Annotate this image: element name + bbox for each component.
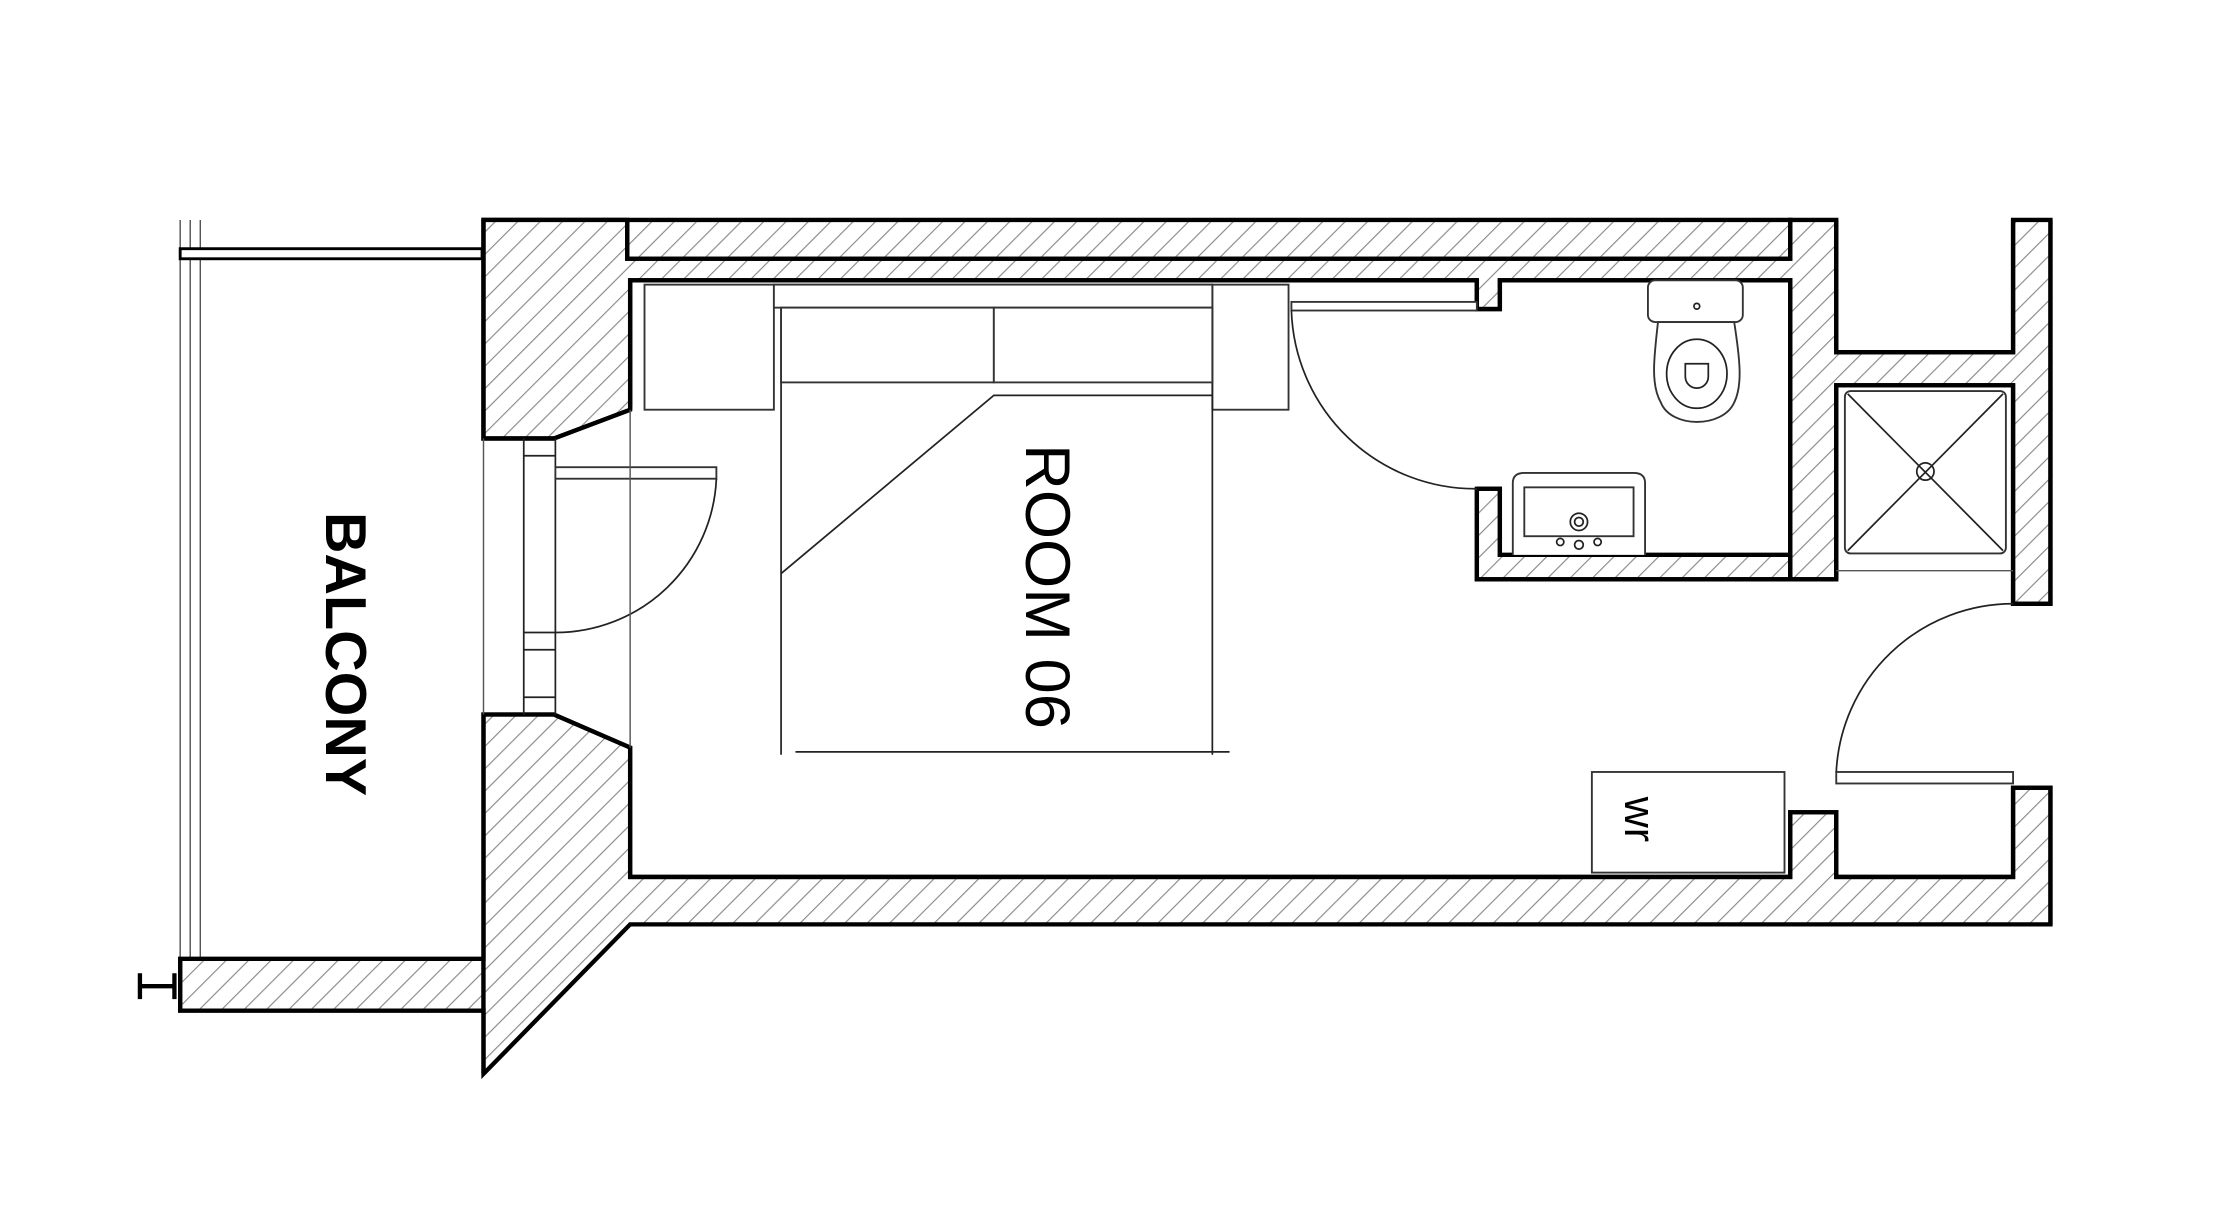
- nightstand-left: [643, 283, 775, 411]
- balcony-label: BALCONY: [313, 512, 377, 796]
- headboard: [772, 283, 1214, 309]
- double-bed: ROOM 06: [643, 283, 1290, 755]
- bathroom-door[interactable]: [1290, 300, 1478, 490]
- pillow-right: [992, 306, 1214, 384]
- balcony: BALCONY: [137, 219, 486, 1013]
- toilet-icon: [1646, 279, 1744, 423]
- room-label: ROOM 06: [1012, 444, 1082, 729]
- balcony-door[interactable]: [482, 438, 718, 715]
- nightstand-right: [1211, 283, 1290, 411]
- balcony-slab: [178, 956, 486, 1013]
- wardrobe-label: wr: [1615, 796, 1663, 843]
- wardrobe: wr: [1590, 771, 1786, 874]
- section-marker-icon: [137, 973, 177, 1000]
- shower-tray-icon: [1836, 390, 2014, 572]
- entrance-door[interactable]: [1835, 602, 2015, 785]
- sink-icon: [1511, 472, 1646, 555]
- pillow-left: [780, 306, 995, 384]
